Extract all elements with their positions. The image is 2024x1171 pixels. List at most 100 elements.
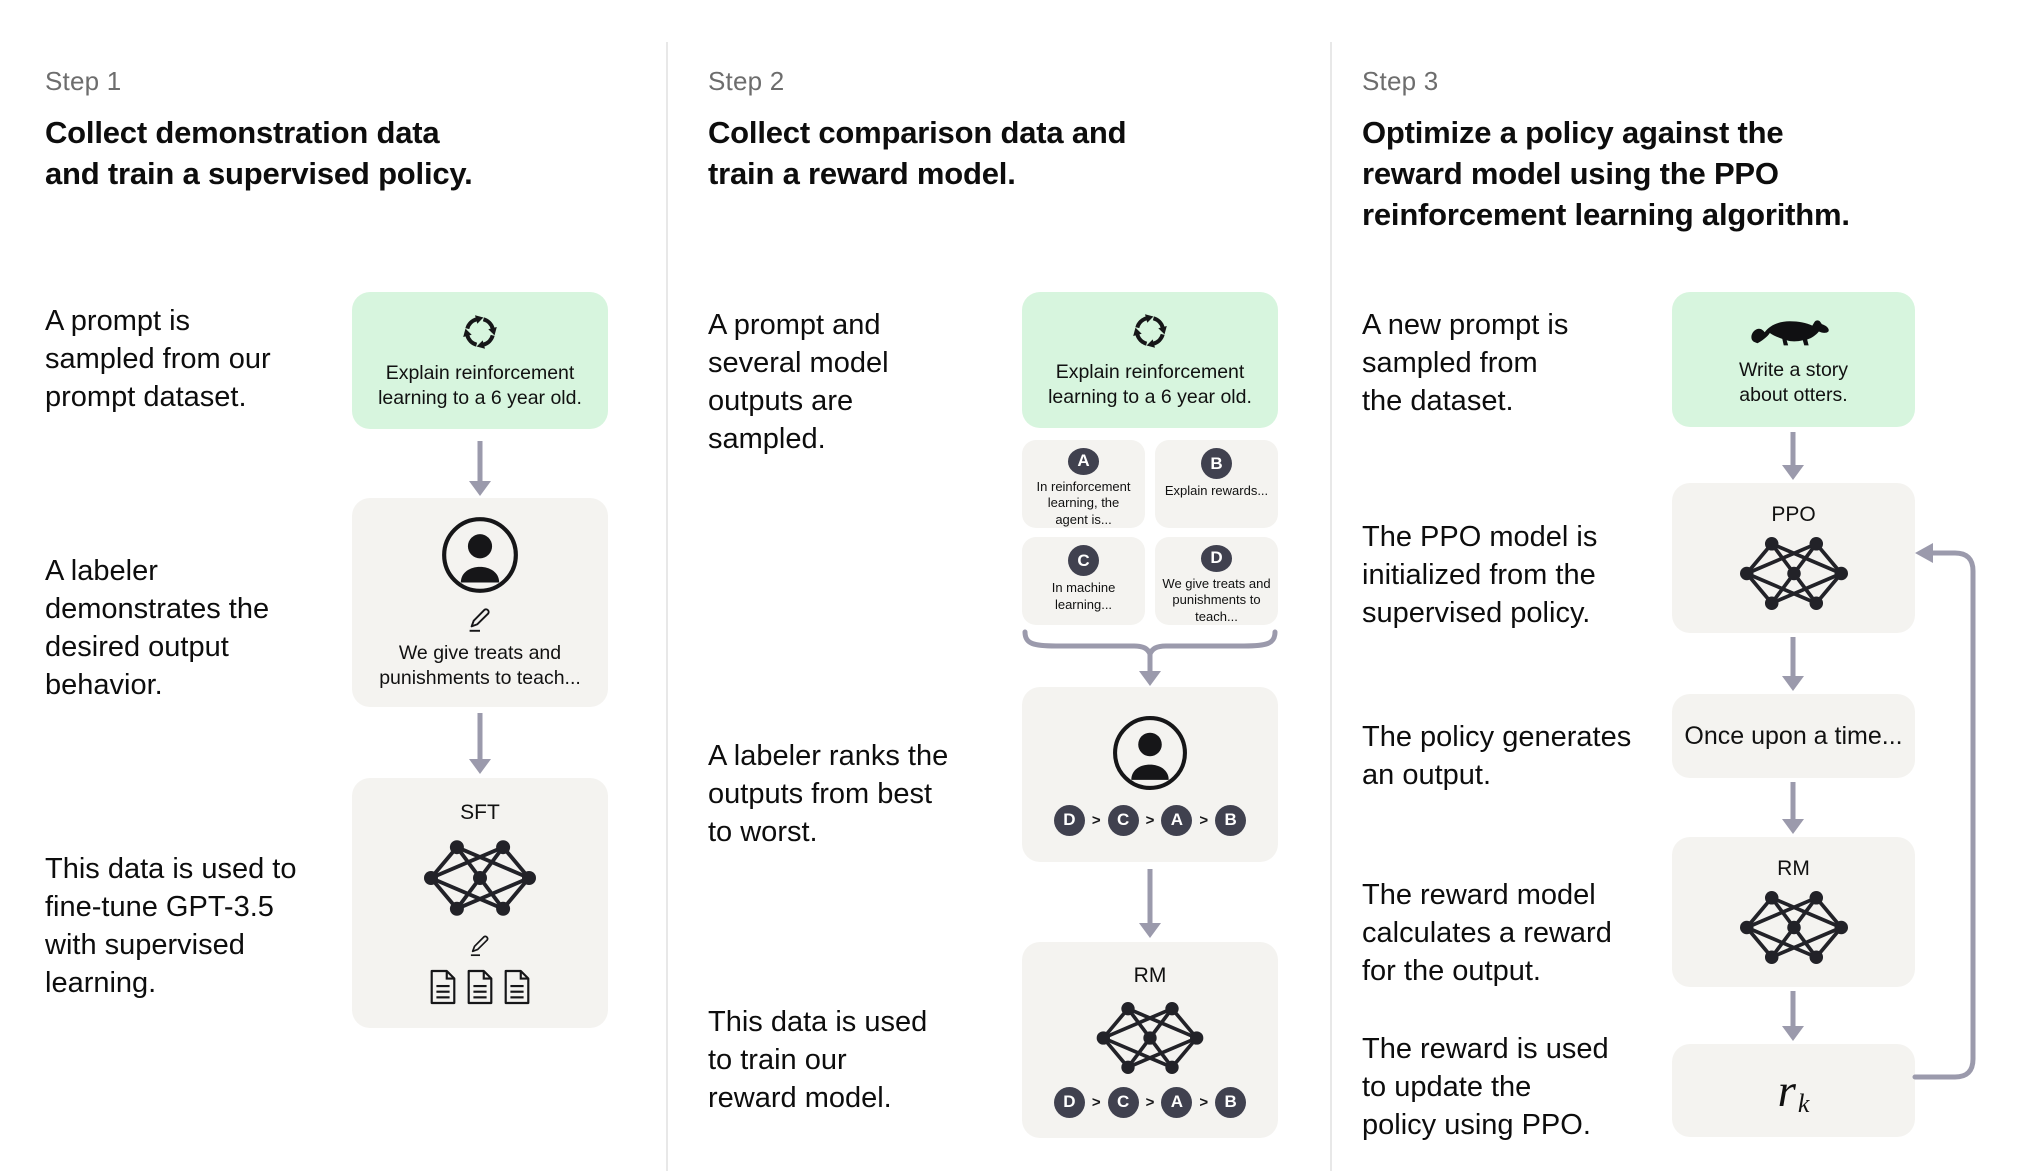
prompt-text: Explain reinforcement learning to a 6 ye… <box>1048 360 1252 410</box>
caption-line: calculates a reward <box>1362 917 1612 949</box>
step3-label: Step 3 <box>1362 66 1439 96</box>
title-line: Collect comparison data and <box>708 115 1127 150</box>
output-text-a: In reinforcement learning, the agent is.… <box>1037 479 1131 529</box>
output-text-line: learning... <box>1054 596 1113 612</box>
caption-line: the dataset. <box>1362 385 1514 417</box>
pencil-icon <box>464 602 496 634</box>
title-line: train a reward model. <box>708 156 1016 191</box>
caption-line: with supervised <box>45 929 245 961</box>
output-text-line: In reinforcement <box>1036 478 1131 494</box>
caption-line: to train our <box>708 1044 847 1076</box>
caption-line: outputs from best <box>708 778 933 810</box>
greater-than: > <box>1145 1093 1155 1111</box>
prompt-box-step3: Write a story about otters. <box>1672 292 1915 427</box>
step1-caption-finetune: This data is used to fine-tune GPT-3.5 w… <box>45 850 296 1002</box>
sft-box: SFT <box>352 778 608 1028</box>
rm-box-step3: RM <box>1672 837 1915 987</box>
network-icon <box>1733 887 1855 968</box>
caption-line: A labeler ranks the <box>708 740 949 772</box>
caption-line: The policy generates <box>1362 721 1632 753</box>
cycle-icon <box>459 311 501 353</box>
ranking-row: D > C > A > B <box>1053 804 1247 836</box>
network-icon <box>417 836 543 920</box>
ranking-row: D > C > A > B <box>1053 1086 1247 1118</box>
rank-badge: C <box>1107 1086 1139 1118</box>
title-line: Optimize a policy against the <box>1362 115 1784 150</box>
caption-line: sampled from <box>1362 347 1538 379</box>
greater-than: > <box>1145 811 1155 829</box>
caption-line: demonstrates the <box>45 593 270 625</box>
ppo-label: PPO <box>1771 503 1816 526</box>
title-line: and train a supervised policy. <box>45 156 473 191</box>
prompt-text-line: learning to a 6 year old. <box>1048 386 1252 408</box>
rank-badge: C <box>1107 804 1139 836</box>
step3-caption-new-prompt: A new prompt is sampled from the dataset… <box>1362 306 1568 420</box>
step1-label: Step 1 <box>45 66 122 96</box>
prompt-text-line: Explain reinforcement <box>1055 361 1245 383</box>
ppo-box: PPO <box>1672 483 1915 633</box>
down-arrow <box>469 713 491 774</box>
output-text-line: Explain rewards... <box>1164 483 1269 498</box>
prompt-text-line: Write a story <box>1738 359 1849 381</box>
caption-line: The reward is used <box>1362 1033 1609 1065</box>
demonstration-text: We give treats and punishments to teach.… <box>379 641 581 691</box>
person-icon <box>1111 714 1189 792</box>
demonstration-text-line: We give treats and <box>398 641 562 664</box>
reward-r: r <box>1777 1064 1796 1117</box>
reward-symbol: rk <box>1778 1064 1810 1118</box>
caption-line: fine-tune GPT-3.5 <box>45 891 274 923</box>
down-arrow <box>1782 432 1804 480</box>
caption-line: an output. <box>1362 759 1491 791</box>
title-line: reward model using the PPO <box>1362 156 1779 191</box>
prompt-text-line: about otters. <box>1739 384 1848 406</box>
feedback-loop-arrow <box>1912 543 1976 1080</box>
down-arrow <box>469 441 491 496</box>
output-text-line: punishments to <box>1172 592 1261 607</box>
output-badge-d: D <box>1201 545 1232 572</box>
step1-caption-prompt: A prompt is sampled from our prompt data… <box>45 302 271 416</box>
caption-line: outputs are <box>708 385 854 417</box>
column-divider <box>666 42 668 1171</box>
greater-than: > <box>1199 811 1209 829</box>
step3-title: Optimize a policy against the reward mod… <box>1362 112 1850 235</box>
reward-box: rk <box>1672 1044 1915 1137</box>
step2-label: Step 2 <box>708 66 785 96</box>
prompt-box-step2: Explain reinforcement learning to a 6 ye… <box>1022 292 1278 428</box>
step1-caption-labeler: A labeler demonstrates the desired outpu… <box>45 552 269 704</box>
rank-badge: A <box>1161 804 1193 836</box>
rank-badge: D <box>1053 804 1085 836</box>
caption-line: A prompt and <box>708 309 881 341</box>
step2-title: Collect comparison data and train a rewa… <box>708 112 1127 194</box>
caption-line: supervised policy. <box>1362 597 1591 629</box>
output-text-line: teach... <box>1195 608 1238 624</box>
caption-line: A labeler <box>45 555 158 587</box>
down-arrow <box>1139 653 1161 686</box>
caption-line: This data is used to <box>45 853 297 885</box>
caption-line: policy using PPO. <box>1362 1109 1591 1141</box>
caption-line: A prompt is <box>45 305 191 337</box>
caption-line: to update the <box>1362 1071 1532 1103</box>
caption-line: for the output. <box>1362 955 1541 987</box>
document-icon <box>427 968 459 1006</box>
caption-line: reward model. <box>708 1082 892 1114</box>
caption-line: sampled. <box>708 423 826 455</box>
generated-output-text: Once upon a time... <box>1684 721 1903 750</box>
step3-caption-generates: The policy generates an output. <box>1362 718 1631 794</box>
output-text-line: We give treats and <box>1162 575 1271 591</box>
output-badge-c: C <box>1068 545 1099 576</box>
greater-than: > <box>1199 1093 1209 1111</box>
prompt-box-step1: Explain reinforcement learning to a 6 ye… <box>352 292 608 429</box>
output-text-b: Explain rewards... <box>1165 483 1268 500</box>
output-box-b: B Explain rewards... <box>1155 440 1278 528</box>
down-arrow <box>1782 637 1804 691</box>
step3-caption-reward-calc: The reward model calculates a reward for… <box>1362 876 1612 990</box>
otter-icon <box>1750 311 1838 352</box>
rm-label: RM <box>1777 857 1810 880</box>
output-box-c: C In machine learning... <box>1022 537 1145 625</box>
down-arrow <box>1782 991 1804 1041</box>
caption-line: initialized from the <box>1362 559 1596 591</box>
output-box-d: D We give treats and punishments to teac… <box>1155 537 1278 625</box>
output-badge-b: B <box>1201 448 1232 479</box>
documents-row <box>427 968 533 1006</box>
